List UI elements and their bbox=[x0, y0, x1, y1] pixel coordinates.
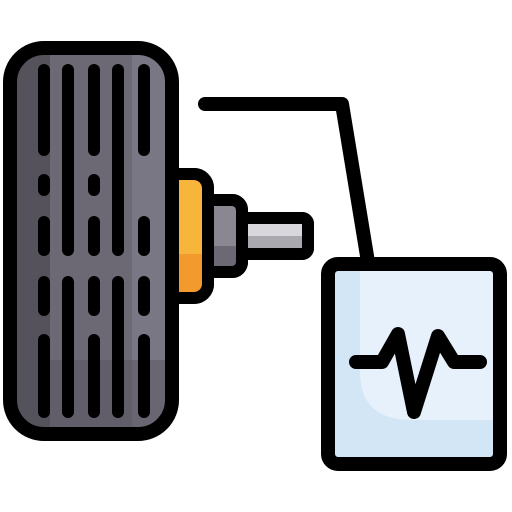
axle-icon bbox=[226, 212, 314, 260]
tire-icon bbox=[3, 41, 179, 441]
heartbeat-wave-icon bbox=[349, 327, 487, 419]
cable-icon bbox=[198, 97, 375, 269]
